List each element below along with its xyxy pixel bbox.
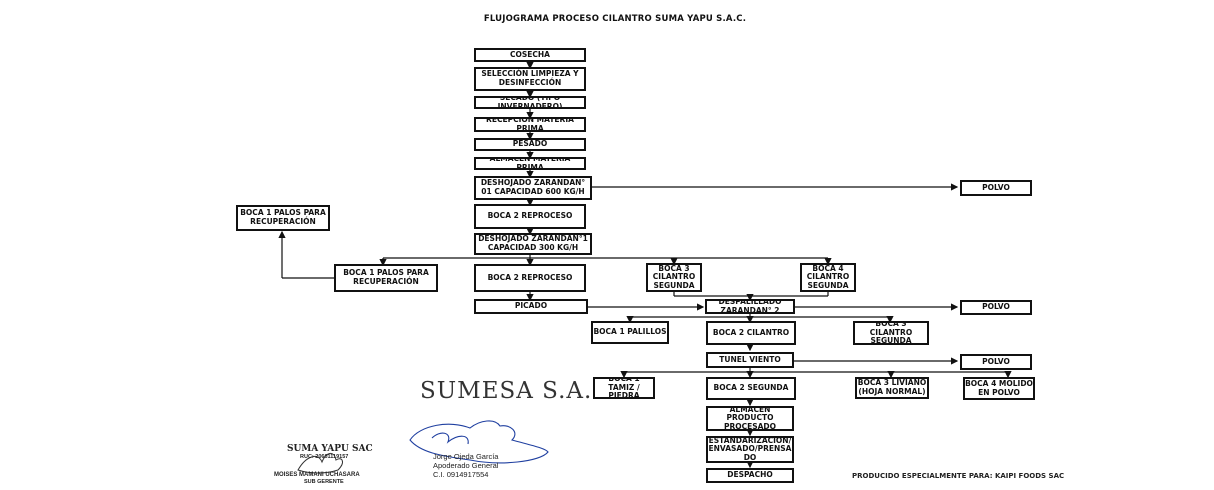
box-boca2-reproceso-2: BOCA 2 REPROCESO [474, 264, 586, 292]
box-boca2-reproceso-1: BOCA 2 REPROCESO [474, 204, 586, 229]
box-boca1-palillos: BOCA 1 PALILLOS [591, 321, 669, 344]
box-polvo-3: POLVO [960, 354, 1032, 370]
box-boca4-cilantro: BOCA 4 CILANTRO SEGUNDA [800, 263, 856, 292]
box-deshojado-2: DESHOJADO ZARANDAN°1 CAPACIDAD 300 KG/H [474, 233, 592, 255]
box-deshojado-1: DESHOJADO ZARANDAN° 01 CAPACIDAD 600 KG/… [474, 176, 592, 200]
signature-right-id: C.I. 0914917554 [433, 470, 489, 479]
box-almacen-producto-procesado: ALMACEN PRODUCTO PROCESADO [706, 406, 794, 431]
box-polvo-2: POLVO [960, 300, 1032, 315]
box-pesado: PESADO [474, 138, 586, 151]
box-polvo-1: POLVO [960, 180, 1032, 196]
box-cosecha: COSECHA [474, 48, 586, 62]
box-boca1-palos: BOCA 1 PALOS PARA RECUPERACIÓN [334, 264, 438, 292]
signature-left-company: SUMA YAPU SAC [287, 444, 373, 454]
box-despacho: DESPACHO [706, 468, 794, 483]
company-stamp: SUMESA S.A. [420, 378, 593, 404]
box-boca2-segunda: BOCA 2 SEGUNDA [706, 377, 796, 400]
box-almacen-materia-prima: ALMACEN MATERIA PRIMA [474, 157, 586, 170]
box-tunel-viento: TUNEL VIENTO [706, 352, 794, 368]
box-estandarizacion: ESTANDARIZACIÓN/ENVASADO/PRENSADO [706, 436, 794, 463]
signature-left-role: SUB GERENTE [304, 479, 344, 485]
box-boca1-tamiz: BOCA 1 TAMIZ / PIEDRA [593, 377, 655, 399]
box-boca4-molido: BOCA 4 MOLIDO EN POLVO [963, 377, 1035, 400]
signature-left-ruc: RUC: 20601119157 [300, 454, 349, 460]
footer-note: PRODUCIDO ESPECIALMENTE PARA: KAIPI FOOD… [852, 472, 1065, 480]
signature-left-name: MOISES MAMANI UCHASARA [274, 472, 360, 478]
box-boca2-cilantro: BOCA 2 CILANTRO [706, 321, 796, 345]
box-seleccion: SELECCIÓN LIMPIEZA Y DESINFECCIÓN [474, 67, 586, 91]
box-despalillado: DESPALILLADO ZARANDAN° 2 [705, 299, 795, 314]
box-boca3-cilantro: BOCA 3 CILANTRO SEGUNDA [646, 263, 702, 292]
box-boca3-liviano: BOCA 3 LIVIANO (HOJA NORMAL) [855, 377, 929, 399]
box-recepcion: RECEPCIÓN MATERIA PRIMA [474, 117, 586, 132]
box-boca1-palos-top: BOCA 1 PALOS PARA RECUPERACIÓN [236, 205, 330, 231]
signature-right-scribble [409, 420, 549, 464]
signature-right-name: Jorge Ojeda García [433, 452, 499, 461]
box-boca3-cilantro-segunda: BOCA 3 CILANTRO SEGUNDA [853, 321, 929, 345]
box-picado: PICADO [474, 299, 588, 314]
signature-left-scribble [297, 453, 343, 474]
signature-right-role: Apoderado General [433, 461, 499, 470]
page-title: FLUJOGRAMA PROCESO CILANTRO SUMA YAPU S.… [483, 14, 747, 24]
box-secado: SECADO (TIPO INVERNADERO) [474, 96, 586, 109]
